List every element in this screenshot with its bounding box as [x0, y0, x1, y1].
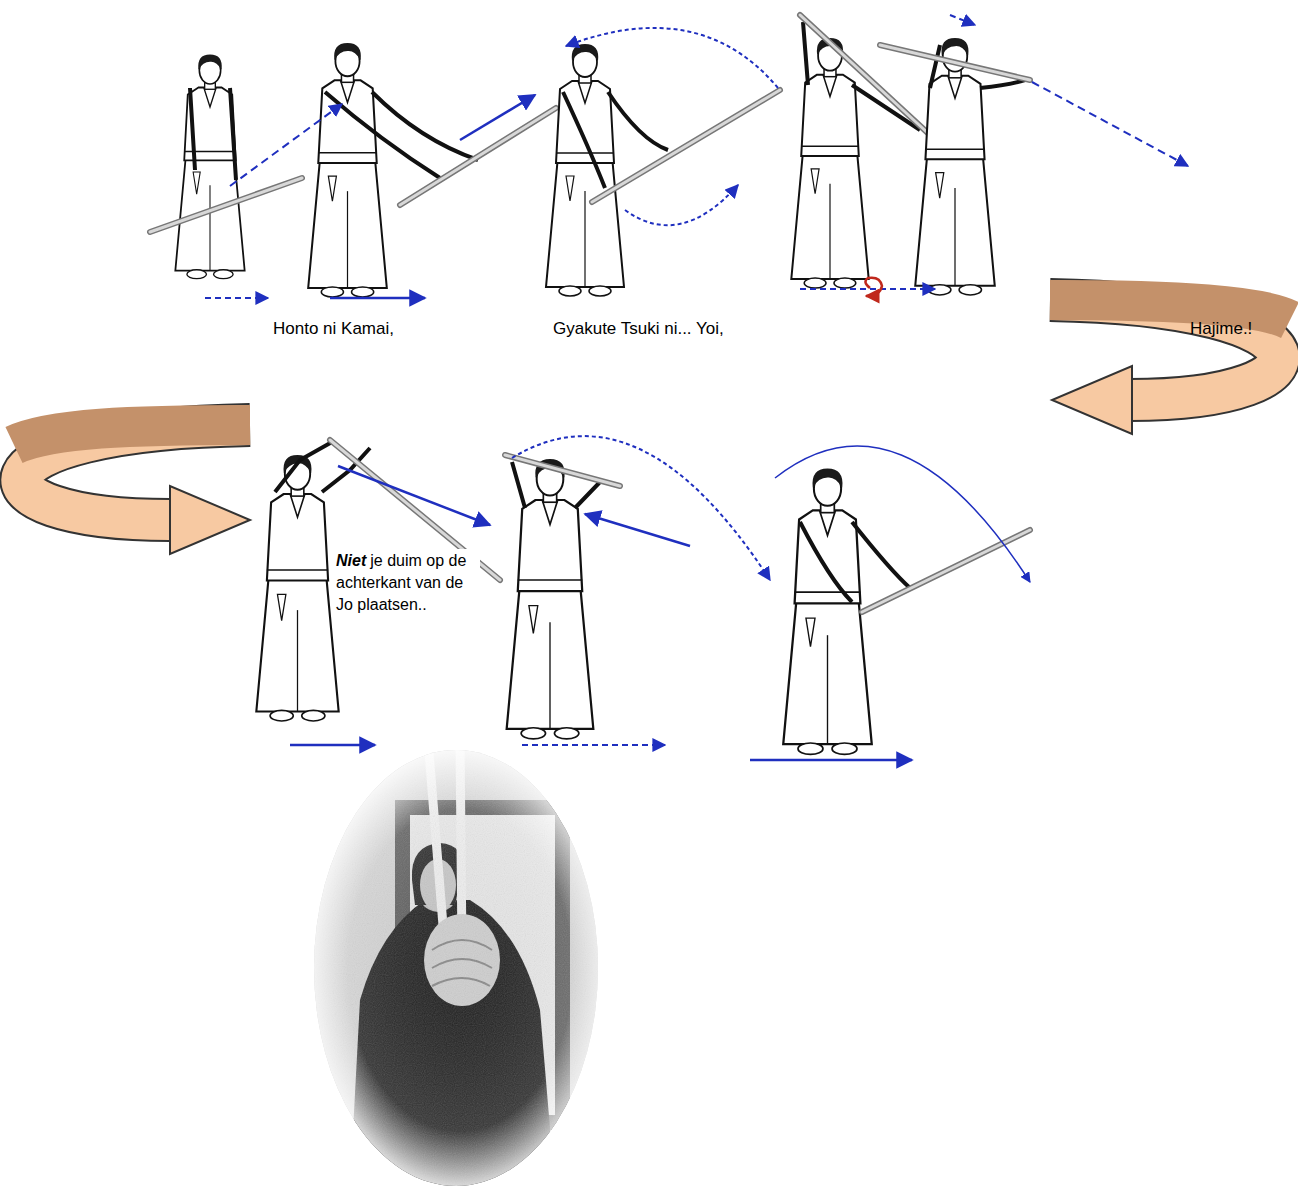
motion-arrows: [205, 15, 1188, 760]
figure: [505, 455, 620, 739]
figure: [308, 43, 556, 297]
turn-mark: [865, 278, 882, 296]
command-text: Gyakute Tsuki ni... Yoi,: [553, 319, 724, 338]
figure: [791, 15, 930, 288]
figure: [880, 38, 1030, 295]
figure: [256, 440, 500, 721]
note: Nietje duim op de achterkant van de Jo p…: [334, 549, 480, 617]
figure: [783, 468, 1030, 754]
command-text: Honto ni Kamai,: [273, 319, 394, 338]
command-text: Hajime.!: [1190, 318, 1252, 340]
emphasis-word: Niet: [336, 552, 366, 569]
command-text: Honto ni Kamai,: [273, 318, 394, 340]
command-text: Hajime.!: [1190, 319, 1252, 338]
photo: [300, 740, 620, 1187]
command-text: Gyakute Tsuki ni... Yoi,: [553, 318, 724, 340]
turn-arrow: [1050, 300, 1290, 434]
figure: [546, 44, 780, 296]
turn-arrow: [14, 425, 250, 554]
figure: [150, 55, 302, 279]
